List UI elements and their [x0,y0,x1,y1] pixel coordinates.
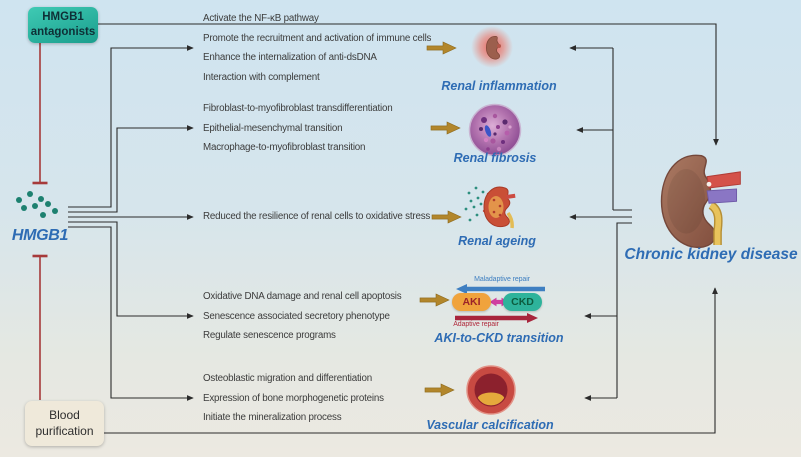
hmgb1-label: HMGB1 [11,227,69,244]
mechanism-group-inflammation: Activate the NF-κB pathway Promote the r… [203,9,439,87]
mechanism-line: Epithelial-mesenchymal transition [203,122,343,134]
connector-lines [68,23,719,434]
outcome-label-renal-ageing: Renal ageing [458,234,536,248]
gold-arrow-icon [424,383,455,397]
hmgb1-branch-4 [68,221,194,319]
mechanism-line: Enhance the internalization of anti-dsDN… [203,52,377,63]
adaptive-repair-label: Adaptive repair [453,321,499,328]
blood-purification-to-ckd-arrow [104,287,718,434]
gold-arrows [419,41,462,397]
mechanism-line: Expression of bone morphogenetic protein… [203,392,384,404]
mechanism-group-calcification: Osteoblastic migration and differentiati… [203,369,439,428]
antagonists-to-ckd-arrow [98,23,719,146]
blood-purification-line2: purification [35,423,94,438]
mechanism-line: Oxidative DNA damage and renal cell apop… [203,291,402,302]
mechanism-line: Osteoblastic migration and differentiati… [203,373,372,384]
gold-arrow-icon [426,41,457,55]
mechanism-line: Initiate the mineralization process [203,412,342,423]
mechanism-line: Senescence associated secretory phenotyp… [203,310,390,322]
mechanism-line: Promote the recruitment and activation o… [203,32,432,44]
gold-arrow-icon [430,121,461,135]
hmgb1-branch-1 [68,45,194,208]
mechanism-line: Reduced the resilience of renal cells to… [203,211,431,222]
inhibition-lines [32,43,48,400]
gold-arrow-icon [431,210,462,224]
chronic-kidney-disease-label: Chronic kidney disease [624,246,798,263]
mechanism-line: Interaction with complement [203,71,320,83]
hmgb1-antagonists-line1: HMGB1 [42,11,84,24]
adaptive-arrow-icon [455,313,538,323]
mechanism-line: Activate the NF-κB pathway [203,13,319,24]
blood-purification-line1: Blood [49,407,80,422]
hmgb1-branch-5 [68,226,194,401]
outcome-label-aki-ckd-transition: AKI-to-CKD transition [434,331,564,345]
outcome-label-vascular-calcification: Vascular calcification [426,418,554,432]
mechanism-line: Fibroblast-to-myofibroblast transdiffere… [203,103,393,114]
blood-purification-box: Blood purification [25,401,104,446]
inflamed-kidney-icon [464,19,520,75]
hmgb1-branch-2 [68,125,194,213]
mechanism-line: Regulate senescence programs [203,330,336,341]
calcified-vessel-icon [466,365,516,415]
hmgb1-antagonists-box: HMGB1 antagonists [28,7,98,43]
maladaptive-arrow-icon [456,284,545,294]
gold-arrow-icon [419,293,450,307]
mechanism-group-ageing: Reduced the resilience of renal cells to… [203,207,439,227]
ageing-kidney-icon [464,186,516,229]
ckd-kidney-icon [660,154,741,249]
outcome-label-renal-fibrosis: Renal fibrosis [453,151,537,165]
fibrosis-histology-icon [468,103,522,157]
hmgb1-antagonists-line2: antagonists [30,26,96,38]
aki-pill: AKI [452,293,491,311]
outcome-label-renal-inflammation: Renal inflammation [441,79,557,93]
right-trunk-lower [616,222,632,398]
mechanism-line: Macrophage-to-myofibroblast transition [203,142,366,153]
maladaptive-repair-label: Maladaptive repair [474,276,530,283]
mechanism-group-fibrosis: Fibroblast-to-myofibroblast transdiffere… [203,99,439,158]
mechanism-group-aki-ckd: Oxidative DNA damage and renal cell apop… [203,287,439,346]
ckd-pill: CKD [503,293,542,311]
hmgb1-molecules-icon [16,191,58,218]
